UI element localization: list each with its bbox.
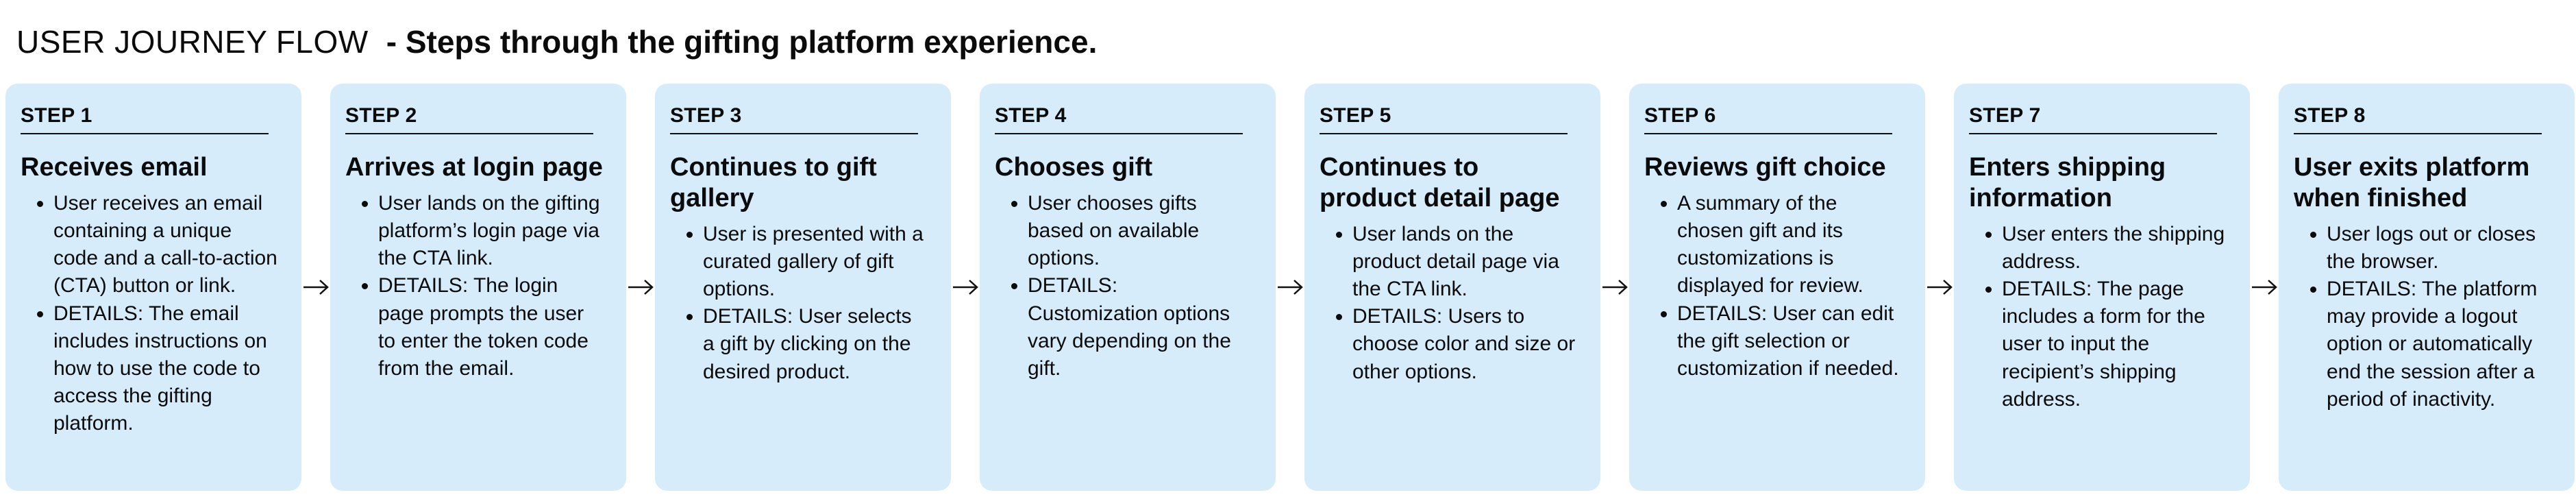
step-heading: Receives email: [21, 153, 208, 182]
step-card-1: STEP 1 Receives email User receives an e…: [5, 84, 301, 491]
step-bullet: DETAILS: User can edit the gift selectio…: [1677, 300, 1902, 383]
step-label: STEP 2: [345, 104, 593, 134]
step-card-5: STEP 5 Continues to product detail page …: [1304, 84, 1600, 491]
step-card-8: STEP 8 User exits platform when finished…: [2279, 84, 2575, 491]
arrow-connector: [951, 84, 980, 491]
step-bullets: User lands on the product detail page vi…: [1320, 221, 1577, 386]
step-bullets: User lands on the gifting platform’s log…: [345, 190, 603, 382]
step-bullets: User receives an email containing a uniq…: [21, 190, 278, 438]
step-bullet: User chooses gifts based on available op…: [1028, 190, 1252, 273]
step-bullet: DETAILS: The platform may provide a logo…: [2327, 276, 2551, 413]
step-bullet: User enters the shipping address.: [2002, 221, 2227, 276]
arrow-right-icon: [1278, 280, 1303, 295]
arrow-connector: [301, 84, 330, 491]
step-card-2: STEP 2 Arrives at login page User lands …: [330, 84, 626, 491]
step-heading: Arrives at login page: [345, 153, 603, 182]
step-bullets: User chooses gifts based on available op…: [995, 190, 1252, 382]
step-bullet: User receives an email containing a uniq…: [53, 190, 278, 300]
arrow-right-icon: [2252, 280, 2277, 295]
arrow-connector: [1925, 84, 1954, 491]
step-bullet: User logs out or closes the browser.: [2327, 221, 2551, 276]
arrow-right-icon: [1927, 280, 1953, 295]
page-title: USER JOURNEY FLOW: [16, 24, 369, 60]
arrow-connector: [1276, 84, 1304, 491]
step-bullets: User is presented with a curated gallery…: [670, 221, 928, 386]
step-bullet: User is presented with a curated gallery…: [703, 221, 928, 304]
step-bullets: User enters the shipping address. DETAIL…: [1969, 221, 2227, 413]
step-card-7: STEP 7 Enters shipping information User …: [1954, 84, 2250, 491]
arrow-connector: [626, 84, 655, 491]
step-bullet: DETAILS: User selects a gift by clicking…: [703, 303, 928, 386]
step-flow: STEP 1 Receives email User receives an e…: [5, 84, 2575, 491]
step-label: STEP 5: [1320, 104, 1568, 134]
step-heading: Continues to product detail page: [1320, 153, 1560, 212]
step-label: STEP 6: [1644, 104, 1892, 134]
arrow-right-icon: [628, 280, 654, 295]
step-card-3: STEP 3 Continues to gift gallery User is…: [655, 84, 951, 491]
step-label: STEP 8: [2294, 104, 2542, 134]
step-bullet: DETAILS: Users to choose color and size …: [1352, 303, 1577, 386]
page-subtitle: - Steps through the gifting platform exp…: [386, 24, 1098, 60]
step-card-6: STEP 6 Reviews gift choice A summary of …: [1629, 84, 1925, 491]
step-bullet: User lands on the gifting platform’s log…: [378, 190, 603, 273]
step-heading: Continues to gift gallery: [670, 153, 877, 212]
step-bullets: User logs out or closes the browser. DET…: [2294, 221, 2551, 413]
arrow-right-icon: [1602, 280, 1628, 295]
arrow-connector: [1600, 84, 1629, 491]
step-heading: Chooses gift: [995, 153, 1153, 182]
step-bullet: DETAILS: The page includes a form for th…: [2002, 276, 2227, 413]
step-label: STEP 4: [995, 104, 1243, 134]
step-label: STEP 3: [670, 104, 918, 134]
arrow-right-icon: [953, 280, 978, 295]
step-label: STEP 1: [21, 104, 269, 134]
step-label: STEP 7: [1969, 104, 2217, 134]
title-row: USER JOURNEY FLOW - Steps through the gi…: [16, 23, 1097, 60]
step-bullet: A summary of the chosen gift and its cus…: [1677, 190, 1902, 300]
step-bullet: DETAILS: The login page prompts the user…: [378, 272, 603, 382]
step-card-4: STEP 4 Chooses gift User chooses gifts b…: [980, 84, 1276, 491]
arrow-connector: [2250, 84, 2279, 491]
step-bullet: User lands on the product detail page vi…: [1352, 221, 1577, 304]
step-bullet: DETAILS: Customization options vary depe…: [1028, 272, 1252, 382]
step-heading: User exits platform when finished: [2294, 153, 2530, 212]
step-bullet: DETAILS: The email includes instructions…: [53, 300, 278, 438]
step-bullets: A summary of the chosen gift and its cus…: [1644, 190, 1902, 382]
arrow-right-icon: [304, 280, 329, 295]
step-heading: Enters shipping information: [1969, 153, 2166, 212]
step-heading: Reviews gift choice: [1644, 153, 1886, 182]
